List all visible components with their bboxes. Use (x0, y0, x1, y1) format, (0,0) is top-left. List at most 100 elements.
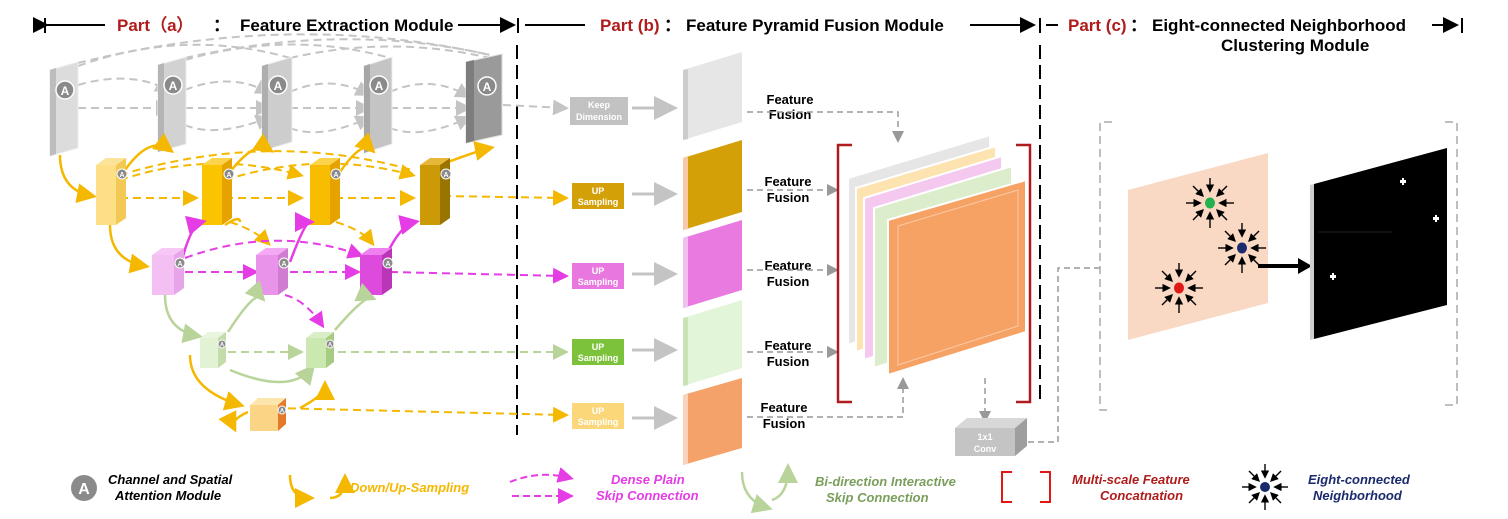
attention-a-icon: A (174, 257, 186, 269)
svg-text:A: A (483, 80, 492, 94)
up-line1: UP (592, 342, 605, 352)
green-block-2 (306, 332, 334, 368)
attention-a-icon: A (369, 75, 389, 95)
yellow-feature-maps: A A A A (96, 158, 452, 225)
svg-text:A: A (119, 172, 124, 179)
svg-text:A: A (220, 343, 225, 349)
neighborhood-navy (1218, 223, 1266, 273)
op-to-plane-arrows (632, 96, 678, 430)
svg-text:A: A (169, 79, 178, 93)
legend-eight: Eight-connected Neighborhood (1308, 472, 1411, 503)
gray-slab-3 (261, 56, 293, 152)
svg-text:A: A (328, 343, 333, 349)
yellow-block-4 (420, 158, 450, 225)
up-line1: UP (592, 406, 605, 416)
svg-text:Feature: Feature (767, 92, 814, 107)
svg-text:A: A (385, 261, 390, 268)
part-c-frame (1099, 121, 1458, 411)
svg-text:Fusion: Fusion (767, 190, 810, 205)
concat-stack (847, 133, 1027, 377)
fusion-label-5: Feature Fusion (761, 400, 808, 431)
yellow-dashed-links (119, 150, 569, 423)
attention-a-icon: A (477, 76, 497, 96)
gray-slab-5 (465, 53, 503, 144)
attention-a-icon: A (217, 339, 227, 349)
conv-1x1-box: 1x1 Conv (955, 418, 1027, 456)
svg-text:Fusion: Fusion (767, 354, 810, 369)
part-a-title: Feature Extraction Module (240, 16, 453, 35)
plane-magenta (683, 220, 742, 308)
svg-text:Concatnation: Concatnation (1100, 488, 1183, 503)
attention-icons-gray: A A A A A (55, 75, 497, 100)
upsampling-box-3: UP Sampling (572, 339, 624, 365)
svg-text:Channel and Spatial: Channel and Spatial (108, 472, 233, 487)
part-c-sep: ： (1130, 16, 1147, 35)
part-a-sep: ： (213, 16, 230, 35)
cluster-output-plane (1310, 148, 1447, 340)
gray-slab-4 (363, 56, 393, 154)
svg-text:Bi-direction Interactive: Bi-direction Interactive (815, 474, 956, 489)
bottom-feature-map: A (250, 398, 287, 431)
svg-text:A: A (177, 261, 182, 268)
up-line2: Sampling (578, 353, 619, 363)
svg-text:A: A (61, 84, 70, 98)
attention-a-icon: A (325, 339, 335, 349)
svg-text:A: A (281, 261, 286, 268)
keep-line1: Keep (588, 100, 611, 110)
svg-text:A: A (443, 172, 448, 179)
fusion-label-4: Feature Fusion (765, 338, 812, 369)
up-line2: Sampling (578, 277, 619, 287)
svg-text:A: A (375, 79, 384, 93)
plane-gold (683, 140, 742, 230)
legend-sampling: Down/Up-Sampling (288, 473, 469, 508)
cluster-output-arrow (1258, 258, 1312, 274)
attention-a-icon: A (78, 481, 90, 498)
green-feature-maps: A A (200, 332, 335, 368)
up-line2: Sampling (578, 197, 619, 207)
attention-a-icon: A (277, 405, 287, 415)
gray-slab-2 (157, 56, 187, 153)
svg-text:Feature: Feature (765, 174, 812, 189)
legend-attention: A Channel and Spatial Attention Module (71, 472, 233, 503)
header-part-c: Part (c) ： Eight-connected Neighborhood … (1039, 16, 1463, 55)
part-a-tag: Part（a） (117, 15, 194, 35)
svg-text:Neighborhood: Neighborhood (1313, 488, 1403, 503)
svg-text:Attention Module: Attention Module (114, 488, 221, 503)
magenta-block-1 (152, 248, 184, 295)
upsampling-box-1: UP Sampling (572, 183, 624, 209)
svg-text:A: A (274, 79, 283, 93)
up-line2: Sampling (578, 417, 619, 427)
gray-feature-maps (49, 53, 503, 157)
conv-line1: 1x1 (977, 432, 992, 442)
part-c-title-line1: Eight-connected Neighborhood (1152, 16, 1406, 35)
svg-text:Multi-scale Feature: Multi-scale Feature (1072, 472, 1190, 487)
up-line1: UP (592, 266, 605, 276)
legend-concat: Multi-scale Feature Concatnation (1001, 471, 1190, 503)
svg-text:Dense Plain: Dense Plain (611, 472, 685, 487)
svg-text:Feature: Feature (761, 400, 808, 415)
upsampling-box-2: UP Sampling (572, 263, 624, 289)
fusion-label-1: Feature Fusion (767, 92, 814, 122)
svg-text:Skip Connection: Skip Connection (826, 490, 929, 505)
part-b-tag: Part (b) (600, 16, 660, 35)
plane-green (683, 300, 742, 386)
neighborhood-green (1186, 178, 1234, 228)
svg-text:Fusion: Fusion (767, 274, 810, 289)
part-c-title-line2: Clustering Module (1221, 36, 1369, 55)
neighborhood-red (1155, 263, 1203, 313)
attention-a-icon: A (382, 257, 394, 269)
attention-a-icon: A (440, 168, 452, 180)
fusion-label-2: Feature Fusion (765, 174, 812, 205)
concat-brackets (836, 143, 1032, 404)
svg-text:Feature: Feature (765, 338, 812, 353)
up-line1: UP (592, 186, 605, 196)
svg-text:Skip Connection: Skip Connection (596, 488, 699, 503)
svg-text:A: A (226, 172, 231, 179)
plane-gray (683, 52, 742, 140)
fusion-labels: Feature Fusion Feature Fusion Feature Fu… (761, 92, 814, 431)
legend: A Channel and Spatial Attention Module D… (71, 463, 1411, 514)
svg-text:Eight-connected: Eight-connected (1308, 472, 1411, 487)
yellow-block-2 (202, 158, 232, 225)
fusion-label-3: Feature Fusion (765, 258, 812, 289)
header-part-a: Part（a） ： Feature Extraction Module (33, 15, 516, 35)
